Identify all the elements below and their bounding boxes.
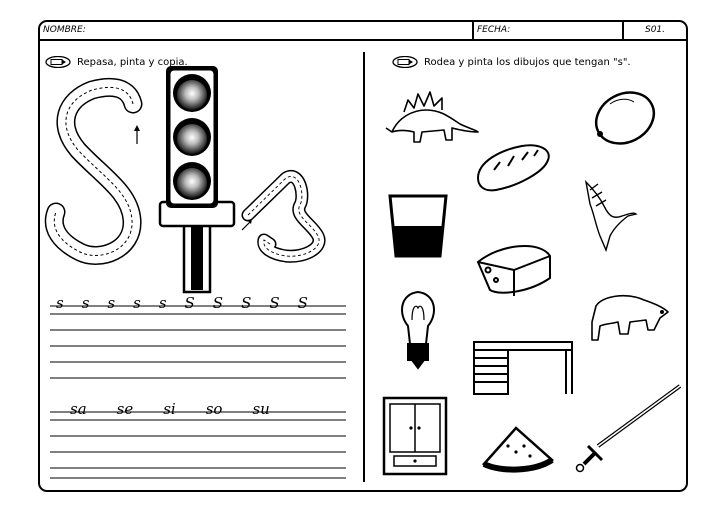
practice-syllable: sa [70,400,87,418]
practice-letter: s [158,294,167,312]
practice-row-2: sa se si so su [70,400,270,418]
bread-icon[interactable] [476,144,550,192]
practice-letter: S [297,294,308,312]
watermelon-icon[interactable] [481,426,555,473]
practice-letter: s [133,294,141,312]
column-divider [363,52,365,482]
lightbulb-icon[interactable] [401,290,435,370]
name-label: NOMBRE: [43,25,86,35]
pencil-icon [45,56,71,68]
cheese-icon[interactable] [476,245,551,296]
cabinet-icon[interactable] [382,396,448,476]
practice-letter: s [81,294,90,312]
lemon-icon[interactable] [587,83,663,154]
right-instruction: Rodea y pinta los dibujos que tengan "s"… [392,56,631,68]
worksheet: NOMBRE: FECHA: S01. [38,20,688,492]
bear-icon[interactable] [591,294,669,341]
practice-letter: S [241,294,252,312]
practice-syllable: so [205,400,223,418]
pencil-icon [392,56,418,68]
trace-capital-s[interactable] [44,77,143,265]
practice-syllable: si [163,400,176,418]
right-instruction-text: Rodea y pinta los dibujos que tengan "s"… [424,57,631,68]
date-label: FECHA: [477,25,511,35]
date-field[interactable]: FECHA: [474,22,624,41]
trace-lowercase-s[interactable] [241,170,326,263]
sheet-code: S01. [624,22,686,41]
desk-icon[interactable] [473,341,573,395]
glass-icon[interactable] [388,194,448,258]
practice-letter: s [107,294,116,312]
practice-letter: S [269,294,280,312]
practice-letter: s [56,294,64,312]
practice-syllable: su [252,400,270,418]
bird-icon[interactable] [584,179,638,253]
writing-lines-top[interactable] [50,305,346,379]
practice-letter: S [212,294,224,312]
practice-syllable: se [116,400,134,418]
traffic-light-icon [158,66,236,294]
practice-letter: S [184,294,195,312]
name-field[interactable]: NOMBRE: [40,22,474,41]
dinosaur-icon[interactable] [385,91,479,143]
writing-lines-bottom[interactable] [50,411,346,479]
sword-icon[interactable] [575,384,682,473]
left-instruction: Repasa, pinta y copia. [45,56,188,68]
left-instruction-text: Repasa, pinta y copia. [77,57,188,68]
